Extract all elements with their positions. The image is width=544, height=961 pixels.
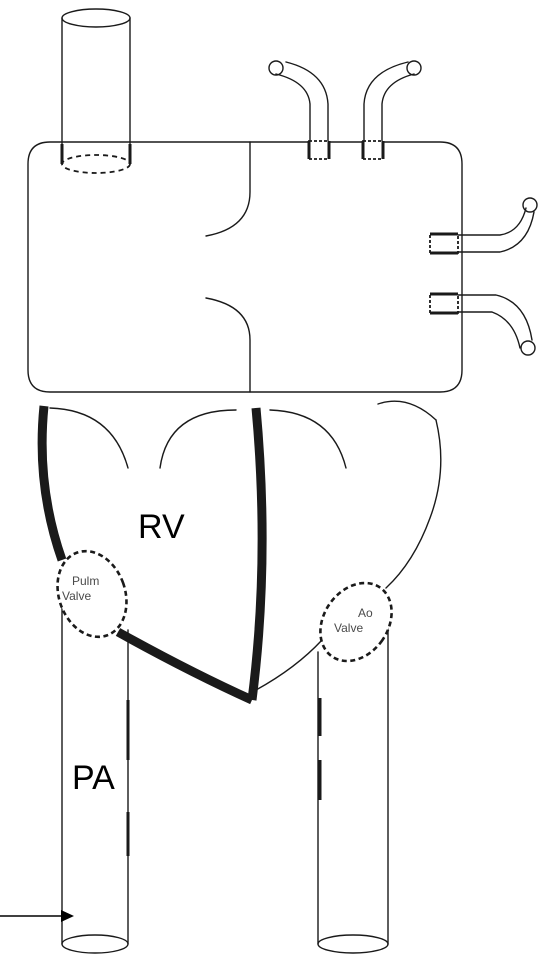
top-small-vessels xyxy=(269,61,421,159)
rv-label: RV xyxy=(138,508,185,546)
arrow-right-icon xyxy=(0,910,74,922)
ao-valve-label-line1: Ao xyxy=(358,606,373,620)
pulm-valve-label-line1: Pulm xyxy=(72,574,99,588)
superior-vessel xyxy=(62,9,130,173)
ventricles xyxy=(42,401,441,700)
pa-label: PA xyxy=(72,759,115,797)
right-small-vessels xyxy=(430,198,537,355)
pulm-valve-label-line2: Valve xyxy=(62,589,91,603)
atrial-block xyxy=(28,142,462,392)
ao-valve-label-line2: Valve xyxy=(334,621,363,635)
